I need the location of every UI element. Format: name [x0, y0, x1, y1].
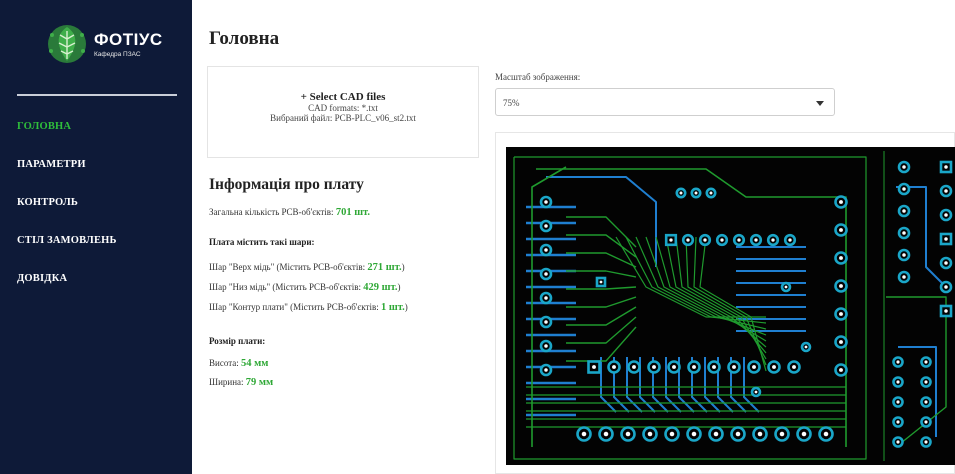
layer-suffix: ): [397, 282, 401, 292]
select-cad-files-button[interactable]: + Select CAD files: [300, 91, 386, 103]
sidebar-nav: ГОЛОВНА ПАРАМЕТРИ КОНТРОЛЬ СТІЛ ЗАМОВЛЕН…: [17, 116, 117, 306]
pcb-pads: [539, 160, 953, 448]
sidebar-item-home[interactable]: ГОЛОВНА: [17, 121, 72, 132]
top-copper-traces: [526, 166, 947, 448]
layer-count-value: 1 шт.: [380, 302, 405, 313]
page-title: Головна: [209, 28, 280, 49]
board-height-value: 54 мм: [240, 358, 269, 369]
total-objects-line: Загальна кількість PCB-об'єктів: 701 шт.: [209, 207, 370, 218]
total-objects-value: 701 шт.: [335, 207, 371, 218]
total-objects-label: Загальна кількість PCB-об'єктів:: [209, 207, 334, 217]
sidebar-item-order-table[interactable]: СТІЛ ЗАМОВЛЕНЬ: [17, 235, 117, 246]
sidebar-item-help[interactable]: ДОВІДКА: [17, 273, 68, 284]
layers-heading: Плата містить такі шари:: [209, 237, 315, 247]
chevron-down-icon: [816, 101, 824, 106]
sidebar: ФОТІУС Кафедра ПЗАС ГОЛОВНА ПАРАМЕТРИ КО…: [0, 0, 192, 474]
layer-count-value: 429 шт.: [363, 282, 398, 293]
board-size-heading: Розмір плати:: [209, 336, 266, 346]
layer-count-value: 271 шт.: [367, 262, 402, 273]
board-info-title: Інформація про плату: [209, 176, 364, 193]
scale-select-value: 75%: [503, 98, 520, 108]
logo-leaf-icon: [48, 25, 86, 63]
layer-label: Шар "Верх мідь" (Містить PCB-об'єктів:: [209, 262, 366, 272]
layer-top-copper-line: Шар "Верх мідь" (Містить PCB-об'єктів: 2…: [209, 262, 405, 273]
board-width-value: 79 мм: [245, 377, 274, 388]
file-upload-box[interactable]: + Select CAD files CAD formats: *.txt Ви…: [207, 66, 479, 158]
layer-suffix: ): [401, 262, 405, 272]
bottom-copper-traces: [513, 151, 947, 461]
pcb-preview-panel: [495, 132, 955, 474]
logo[interactable]: ФОТІУС Кафедра ПЗАС: [44, 20, 184, 68]
board-width-line: Ширина: 79 мм: [209, 377, 273, 388]
sidebar-item-control[interactable]: КОНТРОЛЬ: [17, 197, 79, 208]
main-content: Головна + Select CAD files CAD formats: …: [207, 0, 955, 474]
scale-label: Масштаб зображення:: [495, 72, 581, 82]
pcb-render: [513, 151, 953, 461]
scale-select[interactable]: 75%: [495, 88, 835, 116]
logo-title: ФОТІУС: [94, 30, 163, 49]
layer-label: Шар "Контур плати" (Містить PCB-об'єктів…: [209, 302, 379, 312]
board-height-label: Висота:: [209, 358, 239, 368]
pcb-preview-canvas[interactable]: [506, 147, 955, 465]
logo-subtitle: Кафедра ПЗАС: [94, 51, 141, 58]
layer-label: Шар "Низ мідь" (Містить PCB-об'єктів:: [209, 282, 361, 292]
selected-file-text: Вибраний файл: PCB-PLC_v06_st2.txt: [270, 113, 416, 123]
board-height-line: Висота: 54 мм: [209, 358, 268, 369]
sidebar-divider: [17, 94, 177, 96]
layer-outline-line: Шар "Контур плати" (Містить PCB-об'єктів…: [209, 302, 408, 313]
cad-formats-text: CAD formats: *.txt: [308, 103, 378, 113]
sidebar-item-parameters[interactable]: ПАРАМЕТРИ: [17, 159, 86, 170]
board-width-label: Ширина:: [209, 377, 244, 387]
layer-suffix: ): [404, 302, 408, 312]
layer-bottom-copper-line: Шар "Низ мідь" (Містить PCB-об'єктів: 42…: [209, 282, 400, 293]
